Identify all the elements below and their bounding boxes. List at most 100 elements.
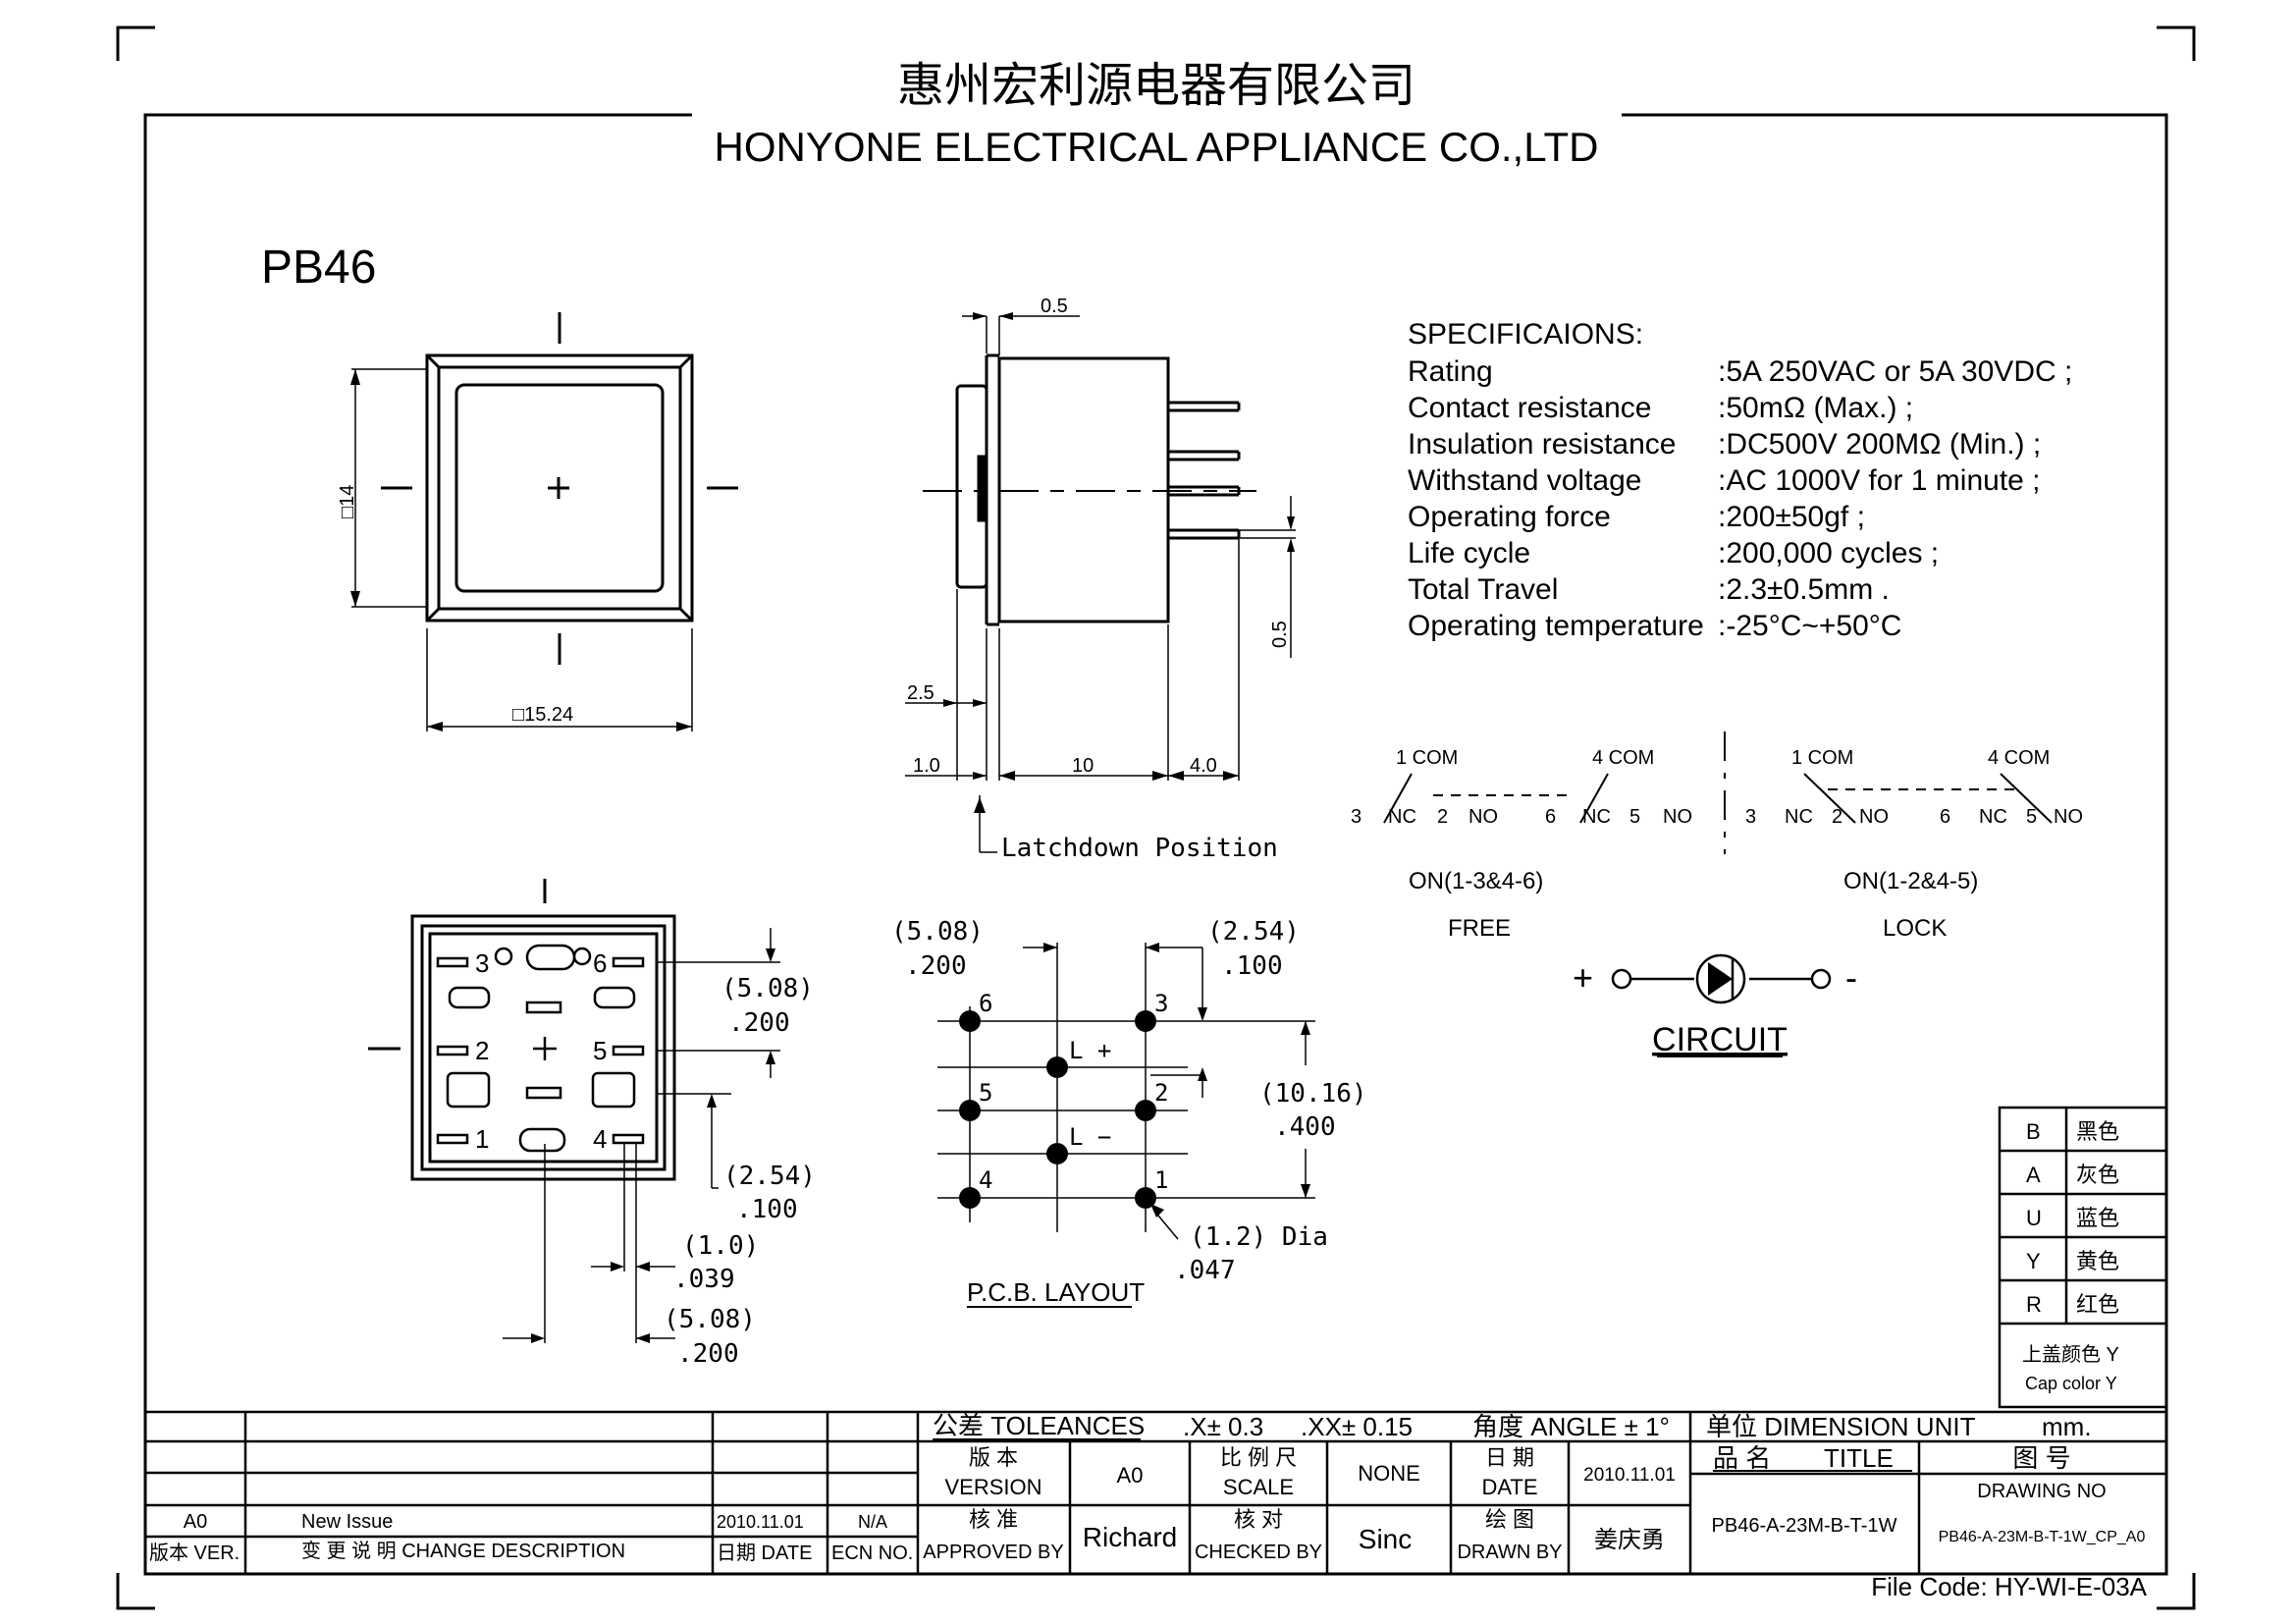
corner-marks xyxy=(116,26,2196,1610)
side-top-dim: 0.5 xyxy=(1041,296,1068,317)
pcb-dia-in: .047 xyxy=(1174,1256,1236,1285)
bottom-pin-3: 3 xyxy=(475,948,489,978)
spec-label-contact: Contact resistance xyxy=(1408,392,1651,424)
front-width-dim: □15.24 xyxy=(512,704,573,726)
pcb-l-minus: L − xyxy=(1069,1123,1111,1151)
lock-no1: NO xyxy=(1859,806,1889,828)
tb-checked-cn: 核 对 xyxy=(1234,1507,1283,1532)
free-mode: FREE xyxy=(1448,915,1511,942)
pcb-pin-3: 3 xyxy=(1154,990,1168,1017)
spec-label-force: Operating force xyxy=(1408,501,1611,533)
lock-state: ON(1-2&4-5) xyxy=(1843,868,1978,894)
rev-ver-val: A0 xyxy=(184,1511,207,1533)
spec-value-rating: :5A 250VAC or 5A 30VDC ; xyxy=(1718,355,2072,388)
color-code-y: Y xyxy=(2026,1249,2041,1273)
tb-date-en: DATE xyxy=(1481,1475,1537,1499)
rev-desc-val: New Issue xyxy=(301,1511,393,1533)
tb-drawing-cn: 图 号 xyxy=(2012,1443,2070,1473)
bottom-dim-b-mm: (2.54) xyxy=(723,1162,816,1191)
tb-approved-cn: 核 准 xyxy=(969,1507,1018,1532)
lock-mode: LOCK xyxy=(1883,915,1947,942)
switch-diagram-free: 1 COM 4 COM 3 NC 2 NO 6 NC 5 NO ON(1-3&4… xyxy=(1351,747,1692,942)
pcb-dim-v-in: .400 xyxy=(1274,1112,1336,1142)
color-name-b: 黑色 xyxy=(2076,1119,2119,1144)
pcb-pin-4: 4 xyxy=(979,1166,992,1194)
file-code: File Code: HY-WI-E-03A xyxy=(1871,1572,2147,1601)
circuit-plus: + xyxy=(1573,957,1593,998)
free-pin2: 2 xyxy=(1437,806,1448,828)
tb-date-val: 2010.11.01 xyxy=(1583,1465,1676,1486)
spec-value-temp: :-25°C~+50°C xyxy=(1718,610,1901,642)
tb-version-cn: 版 本 xyxy=(969,1445,1018,1470)
side-left-upper-dim: 2.5 xyxy=(907,682,934,704)
rev-ecn-val: N/A xyxy=(858,1512,887,1532)
tb-checked-val: Sinc xyxy=(1359,1524,1412,1554)
color-table: B 黑色 A 灰色 U 蓝色 Y 黄色 R 红色 上盖颜色 Y Cap colo… xyxy=(1998,1106,2168,1409)
color-code-u: U xyxy=(2026,1206,2042,1230)
side-left-lower-dim: 1.0 xyxy=(913,755,940,777)
pcb-pin-2: 2 xyxy=(1154,1079,1168,1107)
circuit-minus: - xyxy=(1845,957,1857,998)
col-ecn-header: ECN NO. xyxy=(831,1543,913,1564)
bottom-dim-a-in: .200 xyxy=(728,1008,790,1038)
switch-diagram-lock: 1 COM 4 COM 3 NC 2 NO 6 NC 5 NO ON(1-2&4… xyxy=(1745,747,2083,942)
specifications: SPECIFICAIONS: Rating :5A 250VAC or 5A 3… xyxy=(1408,318,2072,642)
bottom-pin-1: 1 xyxy=(475,1124,489,1154)
free-no1: NO xyxy=(1468,806,1498,828)
tb-scale-val: NONE xyxy=(1358,1461,1420,1486)
bottom-dim-d-in: .200 xyxy=(677,1339,739,1369)
spec-title: SPECIFICAIONS: xyxy=(1408,318,1643,351)
model-title: PB46 xyxy=(261,242,376,294)
tb-drawn-en: DRAWN BY xyxy=(1457,1542,1562,1563)
lock-nc2: NC xyxy=(1979,806,2007,828)
tb-title-en: TITLE xyxy=(1824,1443,1894,1473)
bottom-dim-b-in: .100 xyxy=(736,1195,798,1224)
free-nc1: NC xyxy=(1388,806,1416,828)
lock-nc1: NC xyxy=(1785,806,1813,828)
front-view: □14 □15.24 xyxy=(337,312,738,731)
bottom-dim-a-mm: (5.08) xyxy=(721,974,814,1003)
lock-com1: 1 COM xyxy=(1791,747,1853,769)
lock-com4: 4 COM xyxy=(1988,747,2050,769)
front-height-dim: □14 xyxy=(337,485,358,518)
bottom-dim-d-mm: (5.08) xyxy=(664,1305,756,1334)
color-name-u: 蓝色 xyxy=(2076,1206,2119,1230)
latchdown-label: Latchdown Position xyxy=(1001,834,1278,863)
circuit-symbol: + - CIRCUIT xyxy=(1573,953,1857,1058)
pcb-layout: 6 3 5 2 4 1 L + L − (5.08) .200 (2.54) .… xyxy=(891,917,1367,1308)
pcb-pin-6: 6 xyxy=(979,990,992,1017)
bottom-pin-6: 6 xyxy=(593,948,607,978)
pcb-pin-5: 5 xyxy=(979,1079,992,1107)
sheet-border xyxy=(143,113,2168,1576)
col-desc-header: 变 更 说 明 CHANGE DESCRIPTION xyxy=(301,1540,625,1562)
bottom-pin-4: 4 xyxy=(593,1124,607,1154)
bottom-view: 3 6 2 5 1 4 (5.08) .200 (2.54) .100 (1.0… xyxy=(368,879,816,1369)
color-code-b: B xyxy=(2026,1119,2041,1144)
bottom-pin-5: 5 xyxy=(593,1036,607,1065)
free-com4: 4 COM xyxy=(1592,747,1654,769)
tb-drawn-val: 姜庆勇 xyxy=(1594,1527,1665,1553)
lock-no2: NO xyxy=(2054,806,2083,828)
tb-drawing-val: PB46-A-23M-B-T-1W_CP_A0 xyxy=(1939,1529,2146,1545)
side-right-dim: 0.5 xyxy=(1269,621,1291,648)
tb-drawing-en: DRAWING NO xyxy=(1977,1481,2106,1502)
color-code-a: A xyxy=(2026,1163,2041,1187)
free-pin3: 3 xyxy=(1351,806,1362,828)
cap-color-en: Cap color Y xyxy=(2025,1374,2117,1393)
color-name-a: 灰色 xyxy=(2076,1163,2119,1187)
spec-value-withstand: :AC 1000V for 1 minute ; xyxy=(1718,464,2041,497)
tb-angle: 角度 ANGLE ± 1° xyxy=(1472,1412,1670,1441)
pcb-dim-right-mm: (2.54) xyxy=(1207,917,1300,947)
tb-tolerances: 公差 TOLEANCES xyxy=(933,1411,1145,1440)
side-right-lower-dim: 4.0 xyxy=(1190,755,1217,777)
title-block: 公差 TOLEANCES .X± 0.3 .XX± 0.15 角度 ANGLE … xyxy=(145,1410,2166,1574)
company-name-cn: 惠州宏利源电器有限公司 xyxy=(897,60,1415,112)
free-no2: NO xyxy=(1663,806,1692,828)
tb-unit-val: mm. xyxy=(2042,1412,2092,1441)
cap-color-cn: 上盖颜色 Y xyxy=(2022,1343,2119,1366)
spec-value-contact: :50mΩ (Max.) ; xyxy=(1718,392,1913,424)
tb-scale-en: SCALE xyxy=(1223,1475,1294,1499)
color-name-r: 红色 xyxy=(2076,1292,2119,1317)
tb-date-cn: 日 期 xyxy=(1485,1445,1534,1470)
